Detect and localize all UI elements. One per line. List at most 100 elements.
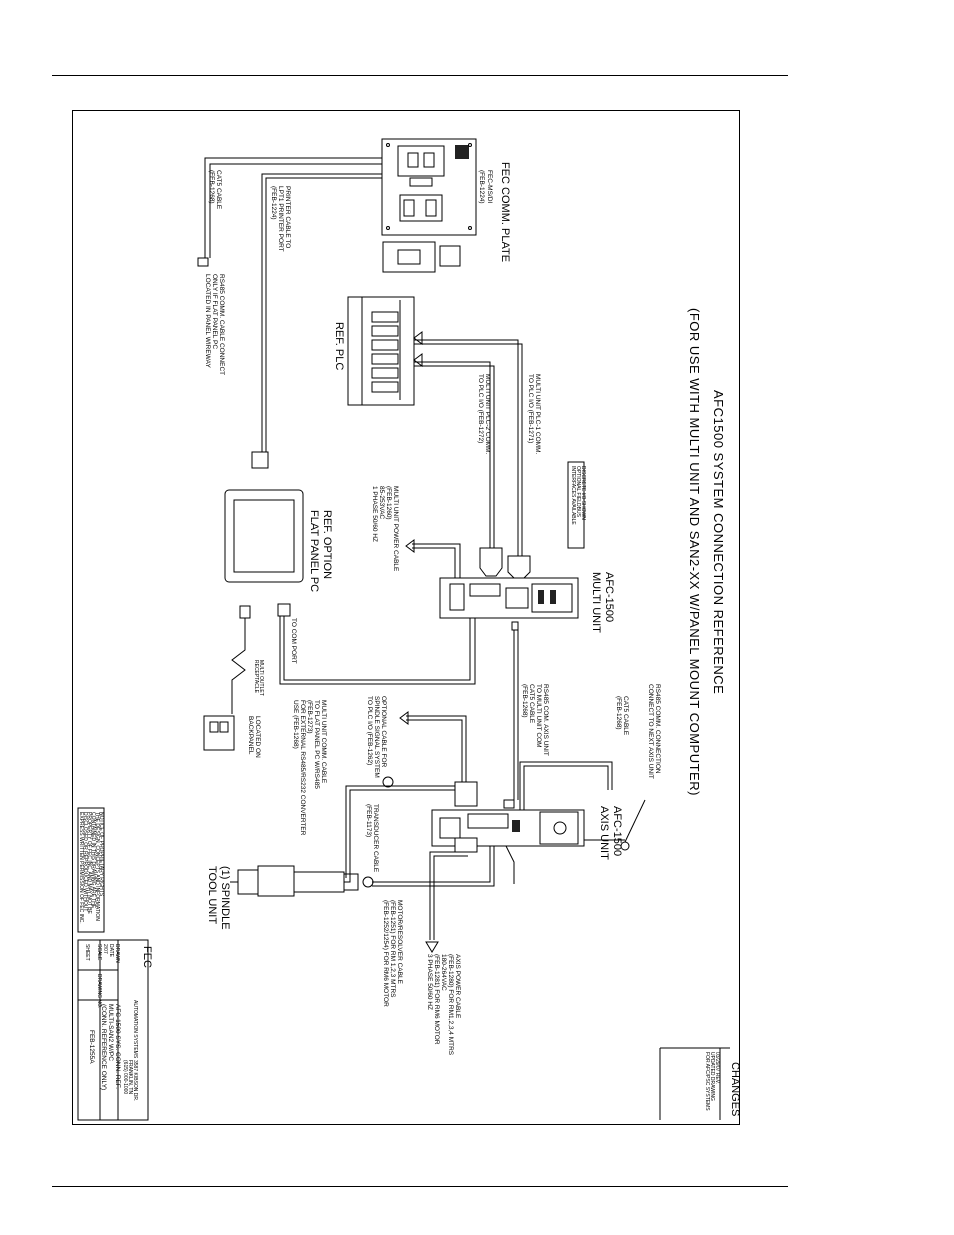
tb-address-3: (615) 000-1000 <box>122 1060 128 1094</box>
changes-entry-2: UPDATED DRAWING <box>709 1052 715 1101</box>
note-axis-power-1: AXIS POWER CABLE <box>454 954 461 1019</box>
top-rule <box>52 75 788 76</box>
note-outlet-1: MULTI OUTLET <box>258 660 264 696</box>
cable-lines <box>204 157 646 953</box>
note-printer-3: (FEB-1224) <box>270 186 277 220</box>
ref-plc-rack <box>347 296 415 406</box>
axis-unit-label-2: AXIS UNIT <box>598 806 610 860</box>
flat-panel-label-1: REF. OPTION <box>321 510 333 579</box>
note-printer-1: PRINTER CABLE TO <box>284 186 291 248</box>
spindle-label-2: TOOL UNIT <box>206 866 218 924</box>
discrete-io-box <box>567 461 585 549</box>
multi-unit-label-1: AFC-1500 <box>603 572 615 622</box>
note-rs485-left-3: LOCATED IN PANEL WIREWAY <box>204 274 211 368</box>
note-transducer-2: (FEB-1173) <box>365 804 372 837</box>
notice-6: EXPRESS WRITTEN PERMISSION OF FEC INC. <box>78 812 84 924</box>
note-plc2-2: TO PLC I/O (FEB-1272) <box>477 374 484 443</box>
note-printer-2: LPT1 PRINTER PORT <box>277 186 284 252</box>
notice-3: CONTAINED IN THIS DRAWING ARE THE <box>90 812 96 909</box>
note-power-1: MULTI UNIT POWER CABLE <box>392 486 399 572</box>
tb-scale-label: SCALE <box>96 944 102 961</box>
note-backpanel-1: LOCATED ON <box>254 716 261 758</box>
axis-unit-label-1: AFC-1500 <box>611 806 623 856</box>
ref-plc-label: REF. PLC <box>333 322 345 370</box>
note-discrete-1: DISCRETE I/O SHOWN <box>580 466 586 520</box>
note-cat5-top-1: CAT5 CABLE <box>215 170 222 210</box>
fec-comm-plate-sub1: FEC-MS/DI <box>486 170 493 203</box>
power-supply-module <box>382 241 461 273</box>
drawing-frame <box>72 110 740 1125</box>
multi-unit <box>439 577 579 619</box>
note-optional-1: OPTIONAL CABLE FOR <box>380 696 387 768</box>
note-rs485-next-2: CONNECT TO NEXT AXIS UNIT <box>647 684 654 779</box>
fec-comm-plate-title: FEC COMM. PLATE <box>499 162 511 262</box>
note-cat5-top-2: (FEB-1268) <box>208 170 215 204</box>
note-motor-3: (FEB-1252/1254) FOR RM6 MOTOR <box>382 900 389 1007</box>
note-plc1-1: MULTI UNIT PLC-1 COMM. <box>534 374 541 454</box>
note-transducer-1: TRANSDUCER CABLE <box>372 804 379 873</box>
note-outlet-2: RECEPTACLE <box>253 660 259 694</box>
title-block <box>77 807 730 1121</box>
note-plc2-1: MULTI UNIT PLC-2 COMM. <box>484 374 491 454</box>
note-multi-comm-4: FOR EXTERNAL RS485/RS232 CONVERTER <box>299 700 306 836</box>
tb-company-sub: AUTOMATION SYSTEMS <box>132 1000 138 1059</box>
tb-sheet-label: SHEET <box>84 944 90 961</box>
changes-entry-3: FOR AFC/PSC SYSTEMS <box>704 1052 710 1111</box>
note-multi-comm-3: (FEB-1273) <box>306 700 313 734</box>
multi-unit-label-2: MULTI UNIT <box>590 572 602 633</box>
note-backpanel-2: BACKPANEL <box>247 716 254 755</box>
note-rs485-axis-4: (FEB-1268) <box>521 684 528 718</box>
note-rs485-left-1: RS485 COMM. CABLE CONNECT <box>218 274 225 375</box>
tb-drawn-label: DRAWN <box>114 944 120 963</box>
note-axis-power-5: 3 PHASE 50/60 HZ <box>426 954 433 1010</box>
tb-date: 2/07 <box>102 944 108 954</box>
note-power-3: 85-253VAC <box>378 486 385 519</box>
note-power-2: (FEB-1260) <box>385 486 392 520</box>
tb-title-3: (CONN. REFERENCE ONLY) <box>100 1004 107 1090</box>
tb-company: FEC <box>141 946 153 968</box>
note-optional-2: SPINDLE SIGNAL SYSTEM <box>373 696 380 778</box>
note-multi-comm-5: USE (FEB-1268) <box>292 700 299 749</box>
note-rs485-axis-2: TO MULTI UNIT COM <box>535 684 542 748</box>
note-cat5-right-2: (FEB-1268) <box>615 696 622 730</box>
notice-1: NOTICE OF PROPRIETARY RIGHTS <box>98 812 104 897</box>
flat-panel-pc <box>224 489 304 583</box>
note-axis-power-3: 180-264VAC <box>440 954 447 991</box>
cable-connectors <box>197 257 630 888</box>
tb-drawing-no-label: DRAWING NO. <box>96 974 102 1008</box>
note-rs485-axis-1: RS485 COM. AXIS UNIT <box>542 684 549 756</box>
tb-title-1: AFC-1500 SYS. CONN. REF. <box>114 1004 121 1089</box>
spindle-label-1: (1) SPINDLE <box>219 866 231 930</box>
note-plc1-2: TO PLC I/O (FEB-1271) <box>527 374 534 443</box>
note-discrete-2: OPTIONAL FIELDBUS <box>575 466 581 518</box>
tb-title-2: MULTI-SAN2 W/PC <box>107 1004 114 1061</box>
diagram-subtitle: (FOR USE WITH MULTI UNIT AND SAN2-XX W/P… <box>687 308 702 796</box>
flat-panel-label-2: FLAT PANEL PC <box>308 510 320 592</box>
note-motor-1: MOTOR/RESOLVER CABLE <box>396 900 403 985</box>
note-multi-comm-2: TO FLAT PANEL PC W/RS485 <box>313 700 320 789</box>
tb-date-label: DATE <box>108 944 114 958</box>
notice-2: THE DESIGN, CONCEPTS AND INFORMATION <box>94 812 100 921</box>
diagram-title: AFC1500 SYSTEM CONNECTION REFERENCE <box>711 390 726 694</box>
note-multi-comm-1: MULTI UNIT COMM. CABLE <box>320 700 327 784</box>
bottom-rule <box>52 1186 788 1187</box>
note-axis-power-2: (FEB-1280) FOR RM1,2,3,4 MTRS <box>447 954 454 1056</box>
fec-comm-plate-sub2: (FEB-1224) <box>478 170 485 204</box>
tb-address-1: 3587 KIBSON DR. <box>132 1060 138 1101</box>
spindle-tool-unit <box>230 865 359 897</box>
note-optional-3: TO PLC I/O (FEB-1262) <box>366 696 373 765</box>
note-discrete-3: INTERFACES AVAILABLE <box>570 466 576 525</box>
changes-entry-1: 03/29/07 REV. <box>714 1052 720 1084</box>
tb-address-2: FRANKLIN, TN <box>127 1060 133 1094</box>
note-power-4: 1 PHASE 50/60 HZ <box>371 486 378 542</box>
notice-4: PROPERTY OF FEC INC. AND MAY NOT BE <box>86 812 92 914</box>
note-rs485-next-1: RS485 COMM. CONNECTION <box>654 684 661 774</box>
note-rs485-axis-3: CAT5 CABLE <box>528 684 535 724</box>
fec-comm-plate <box>381 138 477 236</box>
note-axis-power-4: (FEB-1281) FOR RM6 MOTOR <box>433 954 440 1045</box>
outlet-receptacles <box>203 603 291 751</box>
note-com-port: TO COM PORT <box>290 618 297 664</box>
note-motor-2: (FEB-1251) FOR RM 1,2,3 MTRS <box>389 900 396 998</box>
note-cat5-right-1: CAT5 CABLE <box>622 696 629 736</box>
